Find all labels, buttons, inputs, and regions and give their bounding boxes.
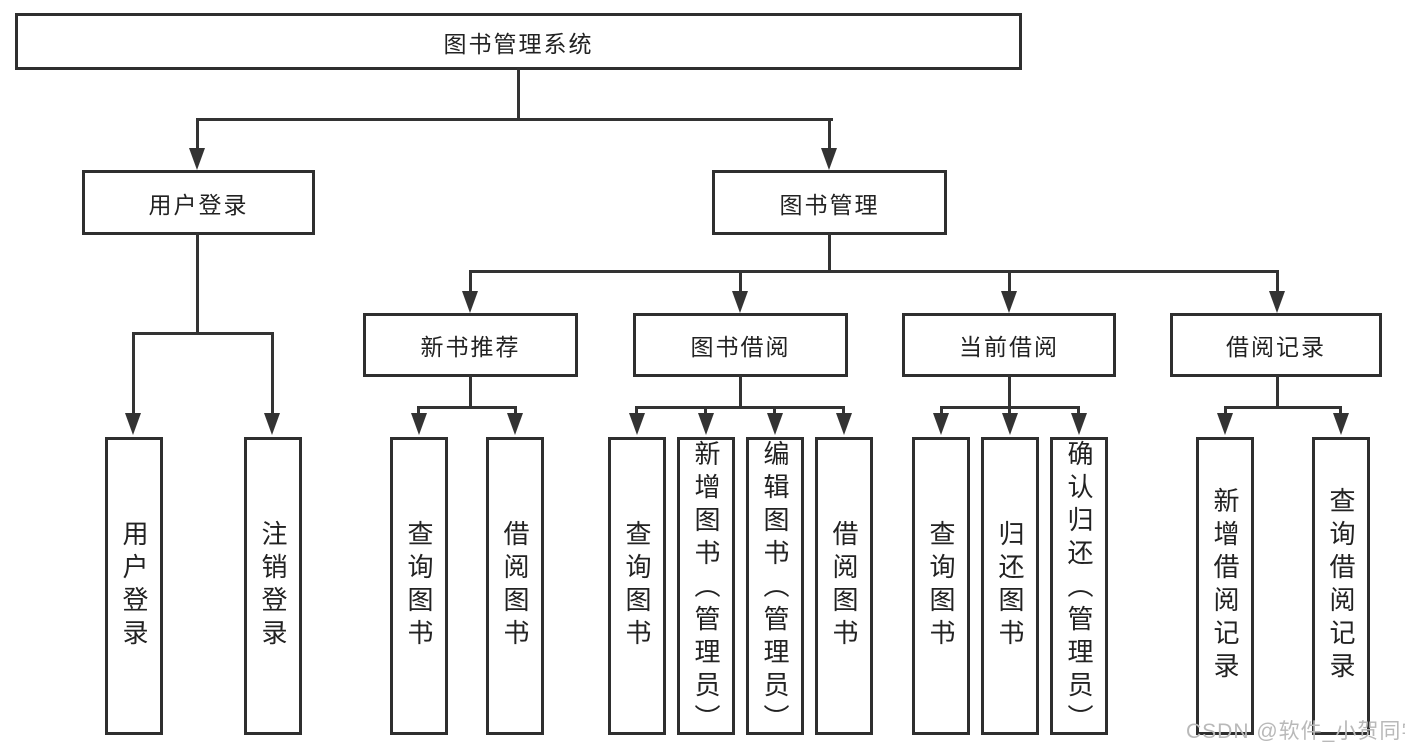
edge-current-borrow-stem	[1008, 375, 1011, 409]
arrowhead-leaf-query-books-1	[411, 413, 427, 435]
arrowhead-leaf-confirm-return	[1071, 413, 1087, 435]
node-borrow-records: 借阅记录	[1170, 313, 1382, 377]
edge-user-login-stem	[196, 233, 199, 335]
leaf-label: 查询图书	[622, 520, 652, 652]
arrowhead-leaf-query-borrow-record	[1333, 413, 1349, 435]
node-current-borrow: 当前借阅	[902, 313, 1116, 377]
leaf-label: 查询图书	[926, 520, 956, 652]
leaf-label: 用户登录	[119, 520, 149, 652]
arrowhead-current-borrow	[1001, 291, 1017, 313]
leaf-label: 借阅图书	[829, 520, 859, 652]
leaf-edit-book-admin: 编辑图书（管理员）	[746, 437, 804, 737]
edge-leaf-drop	[773, 406, 776, 416]
arrowhead-leaf-add-book	[698, 413, 714, 435]
edge-to-book-mgmt	[828, 118, 831, 152]
edge-book-mgmt-stem	[828, 233, 831, 273]
edge-leaf-drop	[704, 406, 707, 416]
leaf-return-book: 归还图书	[981, 437, 1039, 735]
leaf-label: 查询借阅记录	[1326, 487, 1356, 685]
leaf-label: 借阅图书	[500, 520, 530, 652]
arrowhead-leaf-query-books-3	[933, 413, 949, 435]
edge-leaf-drop	[1077, 406, 1080, 416]
leaf-borrow-books-2: 借阅图书	[815, 437, 873, 735]
leaf-query-borrow-record: 查询借阅记录	[1312, 437, 1370, 735]
arrowhead-user-login	[189, 148, 205, 170]
edge-leaf-drop	[417, 406, 420, 416]
leaf-label: 新增图书（管理员）	[691, 440, 721, 737]
arrowhead-book-mgmt	[821, 148, 837, 170]
leaf-user-login: 用户登录	[105, 437, 163, 735]
node-book-borrow: 图书借阅	[633, 313, 848, 377]
arrowhead-leaf-query-books-2	[629, 413, 645, 435]
edge-borrow-records-stem	[1276, 375, 1279, 409]
edge-leaf-drop	[842, 406, 845, 416]
arrowhead-leaf-borrow-books-1	[507, 413, 523, 435]
edge-to-leaf-logout	[271, 332, 274, 415]
leaf-logout: 注销登录	[244, 437, 302, 735]
edge-borrow-records-rail	[1224, 406, 1342, 409]
edge-leaf-drop	[635, 406, 638, 416]
edge-to-user-login	[196, 118, 199, 152]
edge-book-borrow-rail	[635, 406, 845, 409]
arrowhead-new-books	[462, 291, 478, 313]
arrowhead-leaf-logout	[264, 413, 280, 435]
edge-leaf-drop	[1008, 406, 1011, 416]
arrowhead-leaf-borrow-books-2	[836, 413, 852, 435]
edge-leaf-drop	[1224, 406, 1227, 416]
edge-new-books-rail	[417, 406, 517, 409]
node-root: 图书管理系统	[15, 13, 1022, 70]
node-new-book-recommend: 新书推荐	[363, 313, 578, 377]
leaf-confirm-return-admin: 确认归还（管理员）	[1050, 437, 1108, 737]
node-user-login: 用户登录	[82, 170, 315, 235]
node-book-management: 图书管理	[712, 170, 947, 235]
leaf-label: 归还图书	[995, 520, 1025, 652]
edge-to-new-books	[469, 270, 472, 293]
arrowhead-borrow-records	[1269, 291, 1285, 313]
arrowhead-leaf-add-borrow-record	[1217, 413, 1233, 435]
arrowhead-book-borrow	[732, 291, 748, 313]
leaf-label: 查询图书	[404, 520, 434, 652]
arrowhead-leaf-edit-book	[767, 413, 783, 435]
leaf-query-books-2: 查询图书	[608, 437, 666, 735]
leaf-add-borrow-record: 新增借阅记录	[1196, 437, 1254, 735]
arrowhead-leaf-user-login	[125, 413, 141, 435]
edge-to-borrow-records	[1276, 270, 1279, 293]
edge-leaf-drop	[940, 406, 943, 416]
edge-new-books-stem	[469, 375, 472, 409]
leaf-label: 编辑图书（管理员）	[760, 440, 790, 737]
leaf-label: 新增借阅记录	[1210, 487, 1240, 685]
edge-leaf-drop	[1339, 406, 1342, 416]
leaf-label: 注销登录	[258, 520, 288, 652]
edge-root-rail	[196, 118, 833, 121]
edge-to-current-borrow	[1008, 270, 1011, 293]
leaf-borrow-books-1: 借阅图书	[486, 437, 544, 735]
leaf-label: 确认归还（管理员）	[1064, 440, 1094, 737]
edge-leaf-drop	[514, 406, 517, 416]
csdn-watermark: CSDN @软件_小贺同学	[1186, 720, 1405, 743]
edge-root-stem	[517, 68, 520, 120]
arrowhead-leaf-return-book	[1002, 413, 1018, 435]
edge-to-book-borrow	[739, 270, 742, 293]
edge-book-mgmt-rail	[469, 270, 1279, 273]
edge-to-leaf-user-login	[132, 332, 135, 415]
leaf-query-books-3: 查询图书	[912, 437, 970, 735]
edge-book-borrow-stem	[739, 375, 742, 409]
leaf-add-book-admin: 新增图书（管理员）	[677, 437, 735, 737]
leaf-query-books-1: 查询图书	[390, 437, 448, 735]
edge-user-login-rail	[132, 332, 274, 335]
